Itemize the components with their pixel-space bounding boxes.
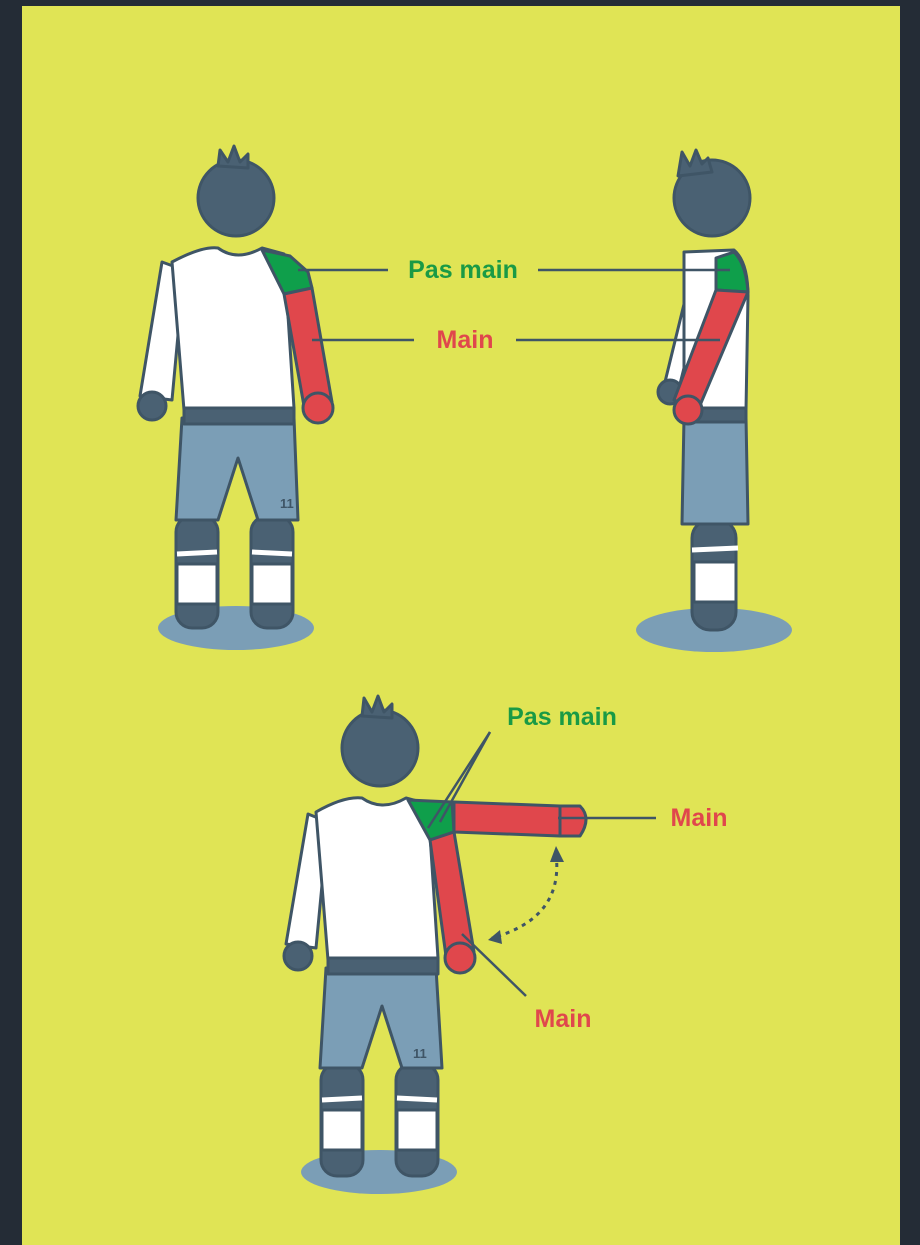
left-hand [138, 392, 166, 420]
raised-hand-hand-zone [560, 806, 586, 836]
left-sock [322, 1110, 362, 1150]
right-sock [252, 564, 292, 604]
raised-arm-hand-zone [454, 802, 560, 836]
sock [694, 562, 736, 602]
shirt-number: 11 [280, 496, 294, 511]
label-not-hand-bottom: Pas main [507, 703, 617, 731]
label-hand-raised: Main [671, 804, 728, 832]
label-hand-top: Main [437, 326, 494, 354]
head [198, 160, 274, 236]
right-hand-hand-zone [303, 393, 333, 423]
illustration-panel: 11 [22, 6, 900, 1245]
right-sock [397, 1110, 437, 1150]
waistband [184, 408, 294, 424]
shorts [682, 418, 748, 524]
label-hand-lowered: Main [535, 1005, 592, 1033]
head [342, 710, 418, 786]
waistband [328, 958, 438, 974]
handball-rule-diagram: 11 [22, 6, 900, 1245]
shirt-number: 11 [413, 1046, 427, 1061]
hand-hand-zone [674, 396, 702, 424]
label-not-hand-top: Pas main [408, 256, 518, 284]
left-sock [177, 564, 217, 604]
lowered-hand-hand-zone [445, 943, 475, 973]
left-hand [284, 942, 312, 970]
